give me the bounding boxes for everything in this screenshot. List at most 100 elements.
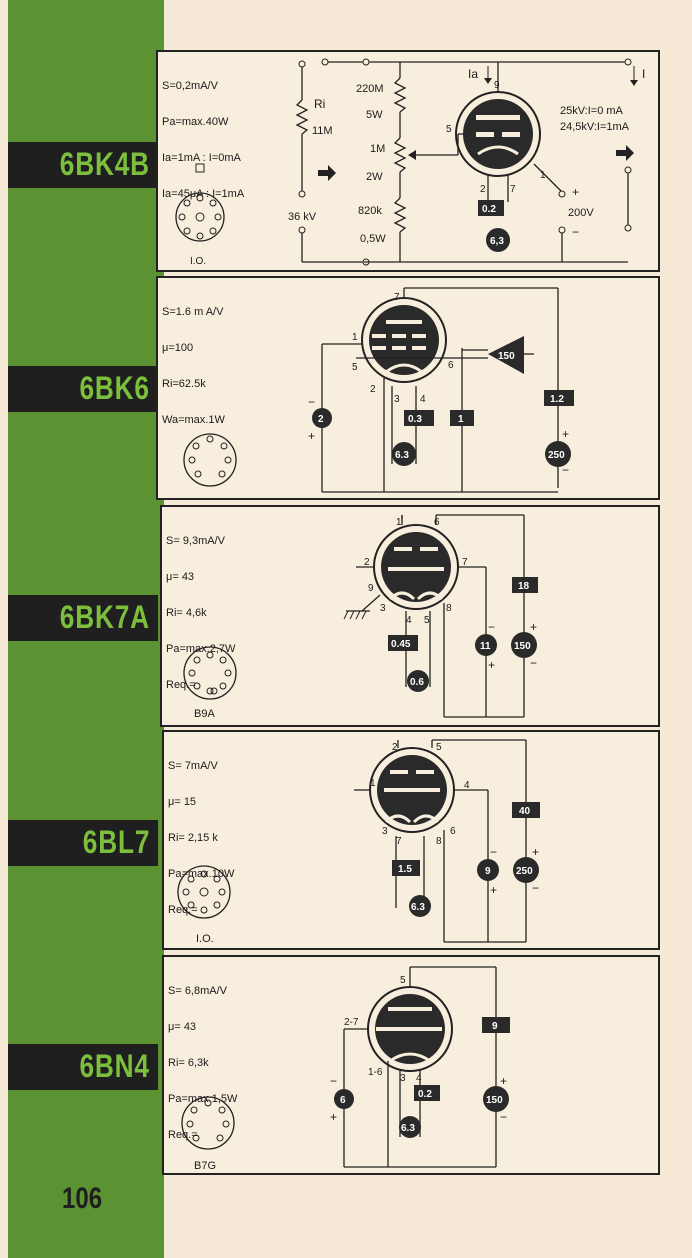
tube-panel-6bk6: S=1.6 m A/V μ=100 Ri=62.5k Wa=max.1W 1 5… (156, 276, 660, 500)
svg-text:4: 4 (420, 394, 426, 405)
svg-text:5: 5 (352, 362, 358, 373)
spec-line: S=1.6 m A/V (162, 306, 224, 318)
r1-label: 220M (356, 83, 384, 95)
svg-text:+: + (532, 845, 539, 859)
heater-circle (486, 228, 510, 252)
svg-text:0.2: 0.2 (418, 1089, 432, 1100)
spec-line: Ia=45μA : I=1mA (162, 188, 245, 200)
svg-text:+: + (308, 429, 315, 443)
svg-text:7: 7 (510, 184, 516, 195)
socket-name: B9A (194, 708, 215, 720)
circuit-diagram: 1 5 7 6 2 3 4 150 2 − + 0.3 6.3 1 1.2 25… (183, 287, 574, 493)
socket-name: B7G (194, 1160, 216, 1172)
tube-name: 6BK6 (79, 370, 150, 406)
svg-text:+: + (490, 883, 497, 897)
svg-text:+: + (572, 185, 579, 199)
spec-line: μ= 43 (166, 571, 195, 583)
svg-text:1.2: 1.2 (550, 394, 564, 405)
svg-text:6: 6 (450, 826, 456, 837)
spec-line: μ= 15 (168, 796, 197, 808)
svg-text:−: − (500, 1110, 507, 1124)
svg-text:+: + (488, 658, 495, 672)
svg-text:0.2: 0.2 (482, 204, 496, 215)
svg-text:5: 5 (400, 975, 406, 986)
svg-text:7: 7 (396, 836, 402, 847)
socket-diagram (175, 163, 225, 242)
svg-text:0.6: 0.6 (410, 677, 424, 688)
r3-watt: 0,5W (360, 233, 386, 245)
svg-text:1: 1 (370, 778, 376, 789)
svg-text:2: 2 (318, 414, 324, 425)
specs: S=0,2mA/V Pa=max.40W Ia=1mA : I=0mA Ia=4… (162, 56, 244, 224)
svg-text:7: 7 (462, 557, 468, 568)
svg-text:6: 6 (434, 517, 440, 528)
tube-label-6bk6: 6BK6 (8, 366, 158, 412)
page-number: 106 (62, 1182, 103, 1215)
spec-line: Ia=1mA : I=0mA (162, 152, 241, 164)
spec-line: Ri= 2,15 k (168, 832, 218, 844)
spec-line: Req.= (168, 904, 198, 916)
svg-text:5: 5 (436, 742, 442, 753)
ri-label: Ri (314, 97, 325, 111)
ri-value: 11M (312, 125, 333, 137)
tube-name: 6BK7A (59, 599, 150, 635)
spec-line: μ= 43 (168, 1021, 197, 1033)
svg-text:+: + (530, 620, 537, 634)
tube-name: 6BN4 (79, 1048, 150, 1084)
svg-text:2: 2 (480, 184, 486, 195)
svg-text:−: − (562, 463, 569, 477)
svg-text:4: 4 (464, 780, 470, 791)
socket-diagram (183, 433, 237, 487)
spec-line: μ=100 (162, 342, 194, 354)
socket-name: I.O. (196, 933, 214, 945)
svg-text:9: 9 (485, 866, 491, 877)
spec-line: Ri= 4,6k (166, 607, 207, 619)
svg-text:150: 150 (514, 641, 531, 652)
svg-text:8: 8 (436, 836, 442, 847)
svg-text:+: + (330, 1110, 337, 1124)
svg-text:3: 3 (382, 826, 388, 837)
tube-label-6bl7: 6BL7 (8, 820, 158, 866)
svg-text:−: − (530, 656, 537, 670)
circuit-diagram: B7G 5 2-7 1-6 3 4 0.2 6.3 6 − + 9 150 + … (181, 966, 510, 1172)
socket-diagram (181, 1096, 235, 1150)
svg-text:−: − (308, 395, 315, 409)
voltage-line-2: 24,5kV:I=1mA (560, 121, 630, 133)
svg-text:250: 250 (516, 866, 533, 877)
svg-text:1-6: 1-6 (368, 1067, 383, 1078)
r2-watt: 2W (366, 171, 383, 183)
tube-label-6bk7a: 6BK7A (8, 595, 158, 641)
anode-voltage: 200V (568, 207, 594, 219)
svg-text:8: 8 (446, 603, 452, 614)
svg-text:9: 9 (492, 1021, 498, 1032)
bias-box (478, 200, 504, 216)
svg-text:11: 11 (480, 641, 491, 652)
tube-name: 6BK4B (59, 146, 150, 182)
svg-text:6: 6 (448, 360, 454, 371)
circuit-diagram: I.O. 2 5 1 4 3 7 8 6 1.5 6.3 9 − + 40 (177, 739, 540, 945)
socket-name: I.O. (190, 256, 206, 267)
cathode-box (404, 410, 434, 426)
kv-label: 36 kV (288, 211, 317, 223)
svg-text:3: 3 (380, 603, 386, 614)
svg-text:−: − (488, 620, 495, 634)
spec-line: Ri=62.5k (162, 378, 206, 390)
svg-text:0.45: 0.45 (391, 639, 411, 650)
svg-text:−: − (572, 225, 579, 239)
tube-panel-6bn4: S= 6,8mA/V μ= 43 Ri= 6,3k Pa=max.1,5W Re… (162, 955, 660, 1175)
svg-text:150: 150 (498, 351, 515, 362)
svg-text:2-7: 2-7 (344, 1017, 359, 1028)
voltage-line-1: 25kV:I=0 mA (560, 105, 624, 117)
tube-name: 6BL7 (82, 824, 150, 860)
specs: S= 6,8mA/V μ= 43 Ri= 6,3k Pa=max.1,5W Re… (168, 961, 237, 1165)
svg-text:18: 18 (518, 581, 530, 592)
tube-panel-6bk4b: S=0,2mA/V Pa=max.40W Ia=1mA : I=0mA Ia=4… (156, 50, 660, 272)
svg-text:+: + (562, 427, 569, 441)
tube-panel-6bl7: S= 7mA/V μ= 15 Ri= 2,15 k Pa=max.10W Req… (162, 730, 660, 950)
spec-line: Ri= 6,3k (168, 1057, 209, 1069)
svg-text:9: 9 (494, 80, 500, 91)
socket-diagram (177, 865, 231, 919)
svg-text:1.5: 1.5 (398, 864, 412, 875)
tube-label-6bk4b: 6BK4B (8, 142, 158, 188)
i-label: I (642, 67, 645, 81)
